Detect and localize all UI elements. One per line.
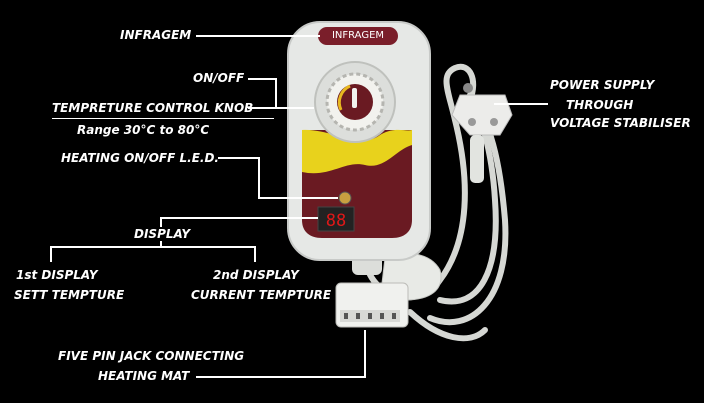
leader-jack-h	[196, 376, 366, 378]
label-first-display-sub: SETT TEMPTURE	[14, 288, 125, 302]
label-knob: TEMPRETURE CONTROL KNOB	[52, 101, 254, 115]
label-power-stabiliser: VOLTAGE STABILISER	[550, 116, 691, 130]
temperature-knob	[314, 61, 396, 143]
svg-text:88: 88	[326, 211, 346, 231]
label-range: Range 30°C to 80°C	[77, 123, 210, 137]
brand-badge-text: INFRAGEM	[331, 30, 385, 41]
leader-power	[494, 103, 548, 105]
label-power-through: THROUGH	[566, 98, 634, 112]
leader-knob	[248, 107, 314, 109]
leader-led-h1	[218, 157, 260, 159]
label-first-display: 1st DISPLAY	[16, 268, 98, 282]
label-infragem: INFRAGEM	[120, 28, 192, 42]
label-second-display: 2nd DISPLAY	[213, 268, 299, 282]
label-display: DISPLAY	[134, 227, 191, 241]
leader-led-h2	[258, 197, 338, 199]
leader-on-off-v	[275, 78, 277, 108]
label-power: POWER SUPPLY	[550, 78, 655, 92]
seven-segment-display: 88	[317, 206, 355, 232]
bracket-display-left	[50, 246, 52, 262]
bracket-display-right	[254, 246, 256, 262]
leader-display-v	[160, 217, 162, 227]
leader-on-off-h	[248, 78, 276, 80]
label-jack-sub: HEATING MAT	[98, 369, 190, 383]
heating-led	[338, 191, 352, 205]
label-led: HEATING ON/OFF L.E.D.	[61, 151, 219, 165]
label-second-display-sub: CURRENT TEMPTURE	[191, 288, 332, 302]
leader-jack-v	[364, 330, 366, 378]
leader-led-v	[258, 157, 260, 199]
label-on-off: ON/OFF	[193, 71, 245, 85]
power-plug	[451, 83, 513, 183]
bracket-display-h	[50, 246, 256, 248]
bracket-display-mid	[160, 241, 162, 247]
leader-infragem	[196, 35, 320, 37]
leader-display-h	[160, 217, 318, 219]
knob-underline	[52, 118, 274, 119]
label-jack: FIVE PIN JACK CONNECTING	[58, 349, 245, 363]
